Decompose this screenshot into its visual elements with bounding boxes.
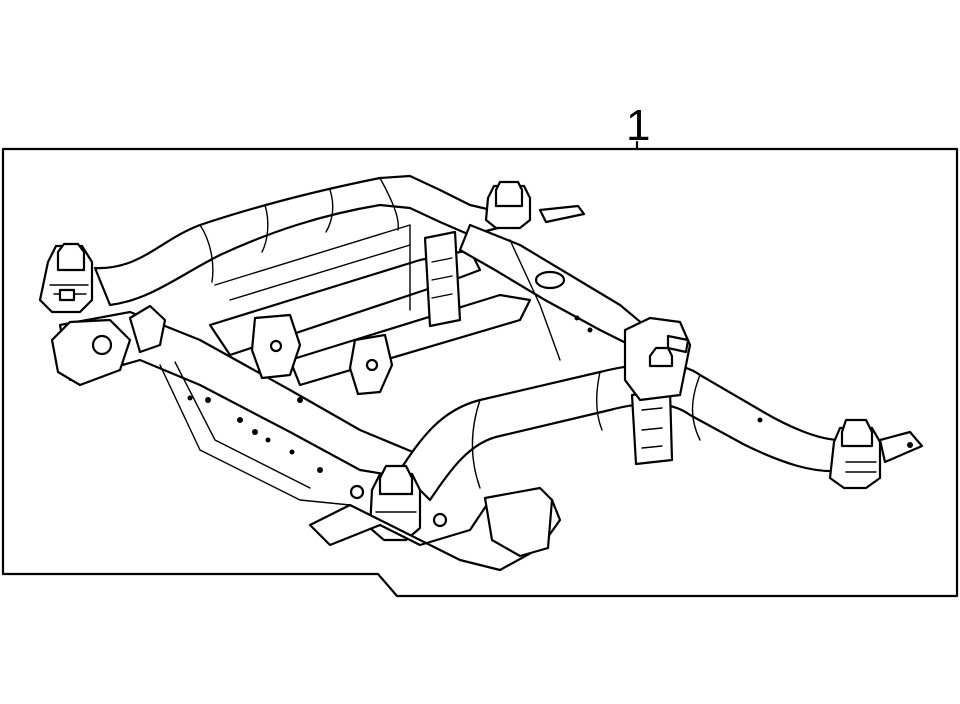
left-front-outrigger xyxy=(50,318,132,387)
front-crossmember xyxy=(398,363,847,502)
subframe-assembly xyxy=(38,174,924,572)
upper-center-bracket xyxy=(423,230,462,328)
front-center-bracket xyxy=(630,388,674,466)
callout-number: 1 xyxy=(626,101,650,150)
assembly-border xyxy=(1,147,959,598)
